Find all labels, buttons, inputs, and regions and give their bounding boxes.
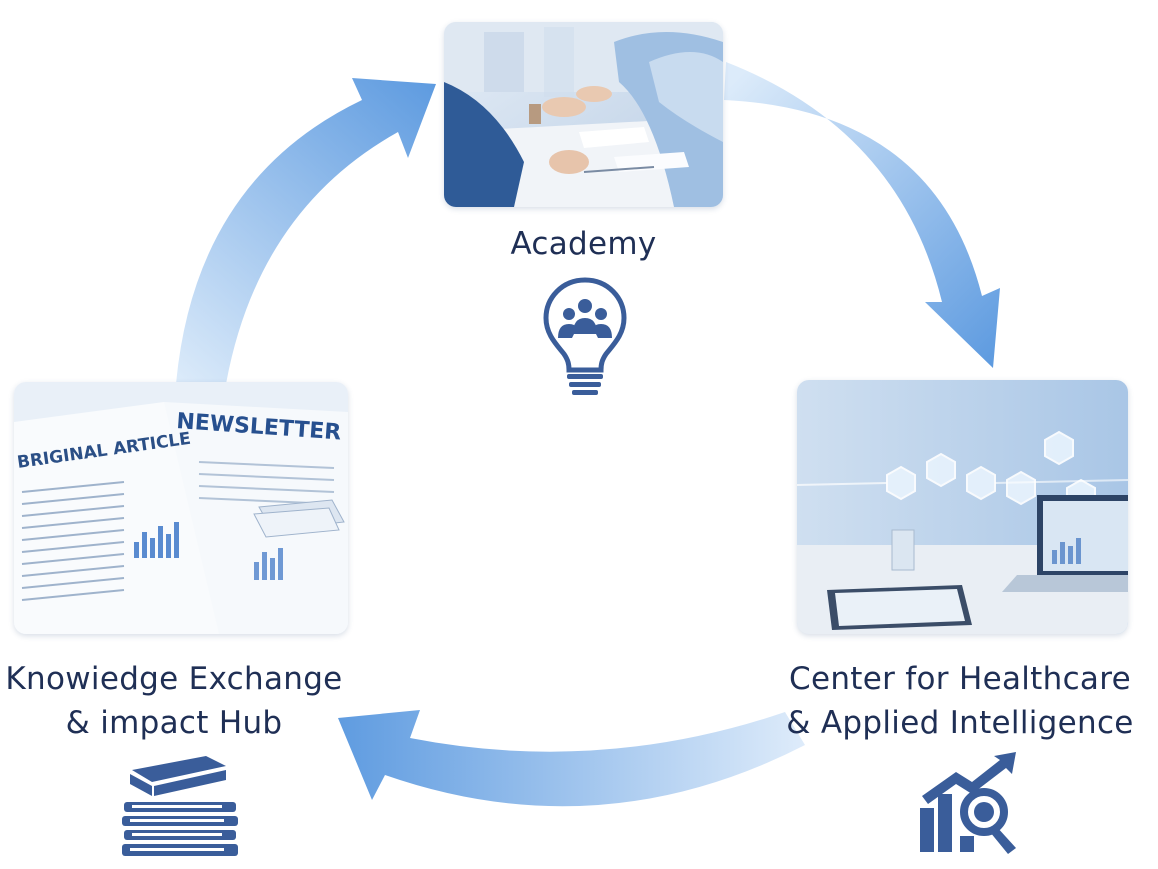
lightbulb-team-icon	[542, 276, 628, 400]
hub-image: BRIGINAL ARTICLE NEWSLETTER	[14, 382, 348, 634]
center-label: Center for Healthcare & Applied Intellig…	[778, 657, 1142, 745]
arrow-center-to-hub	[338, 710, 805, 807]
center-label-line-2: & Applied Intelligence	[786, 705, 1134, 741]
academy-image	[444, 22, 723, 207]
hub-label: Knowiedge Exchange & impact Hub	[0, 657, 348, 745]
arrow-hub-to-academy	[176, 78, 436, 384]
hub-label-line-1: Knowiedge Exchange	[5, 661, 343, 697]
arrow-academy-to-center	[724, 62, 1000, 368]
hub-label-line-2: & impact Hub	[65, 705, 283, 741]
analytics-chart-magnifier-icon	[916, 752, 1028, 856]
center-label-line-1: Center for Healthcare	[789, 661, 1131, 697]
center-image	[797, 380, 1128, 634]
academy-label: Academy	[510, 226, 657, 262]
books-stack-icon	[118, 752, 242, 860]
